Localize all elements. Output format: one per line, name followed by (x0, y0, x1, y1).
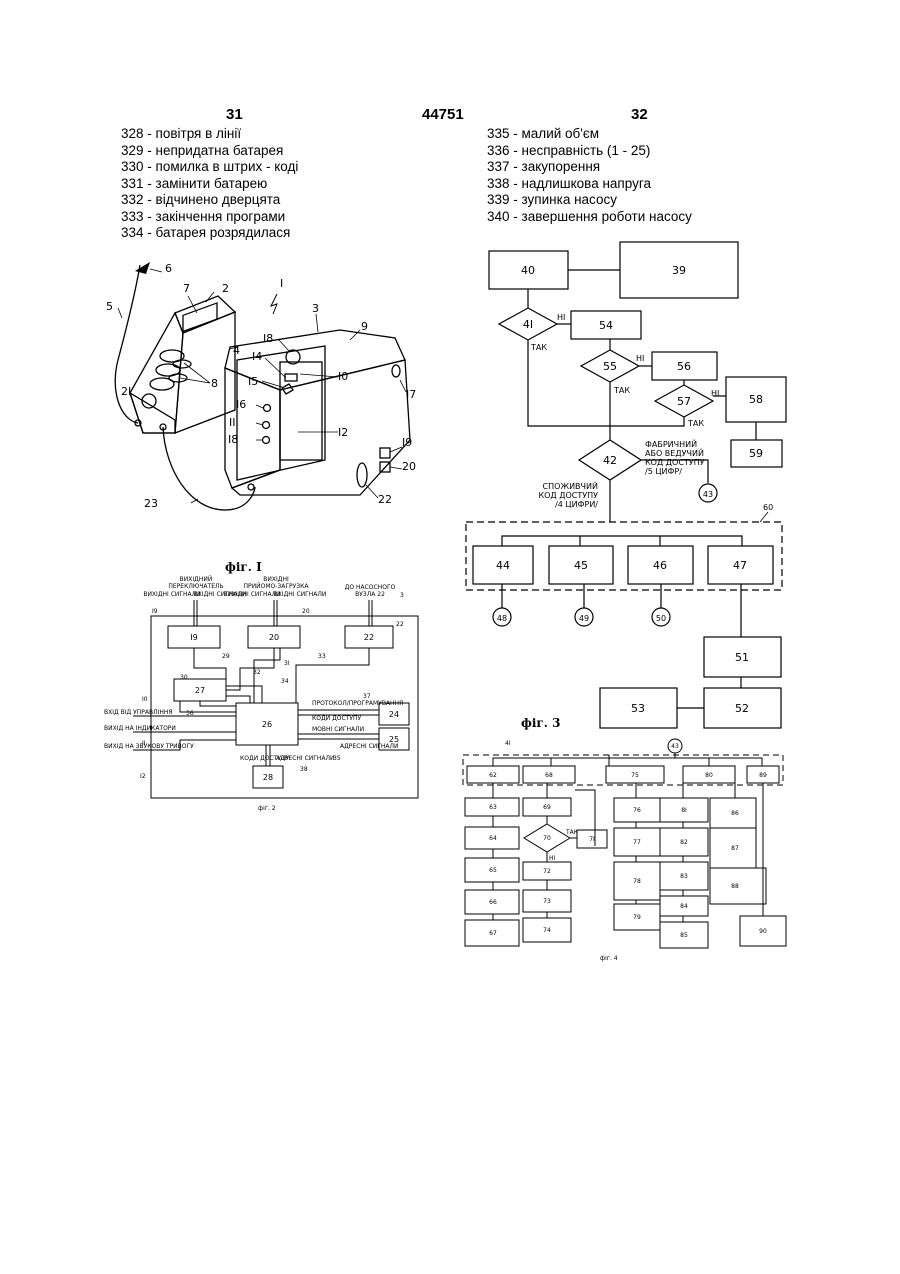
fig4-texts: 4I 43 62 68 75 80 89 63 64 65 66 67 69 72 73 74 70 7I ТАК Н… (489, 740, 767, 939)
fig4-caption: фіг. 4 (600, 955, 618, 962)
fig4-col2-label: 73 (543, 898, 551, 905)
fig4-no-label: НІ (549, 855, 556, 862)
fig4-col3-label: 78 (633, 878, 641, 885)
fig4-col2-label: 72 (543, 868, 551, 875)
fig4-col5-label: 88 (731, 883, 739, 890)
fig4-yes-label: ТАК (565, 829, 579, 836)
fig4-top-label: 89 (759, 772, 767, 779)
fig4-col4-label: 83 (680, 873, 688, 880)
fig4-col1-label: 64 (489, 835, 497, 842)
fig4-last-label: 90 (759, 928, 767, 935)
fig4-top-label: 62 (489, 772, 497, 779)
fig4-col1-label: 67 (489, 930, 497, 937)
fig4-col3-label: 76 (633, 807, 641, 814)
fig4-col1-label: 66 (489, 899, 497, 906)
fig4-group-label: 4I (505, 740, 511, 747)
fig4-col5-label: 86 (731, 810, 739, 817)
fig4-col5-label: 87 (731, 845, 739, 852)
fig4-col1-label: 65 (489, 867, 497, 874)
fig4-col4-label: 82 (680, 839, 688, 846)
fig4-top-label: 80 (705, 772, 713, 779)
fig4-col1-label: 63 (489, 804, 497, 811)
fig4-col4-label: 8I (681, 807, 687, 814)
fig4-top-label: 68 (545, 772, 553, 779)
fig4-decision-label: 70 (543, 835, 551, 842)
fig4-col2-label: 74 (543, 927, 551, 934)
fig4-col4-label: 84 (680, 903, 688, 910)
fig4-col4-label: 85 (680, 932, 688, 939)
fig4-connector-label: 43 (671, 743, 679, 750)
fig4-side-label: 7I (589, 836, 595, 843)
fig4-col3-label: 79 (633, 914, 641, 921)
fig4-col2-label: 69 (543, 804, 551, 811)
fig4-top-label: 75 (631, 772, 639, 779)
fig4-col3-label: 77 (633, 839, 641, 846)
